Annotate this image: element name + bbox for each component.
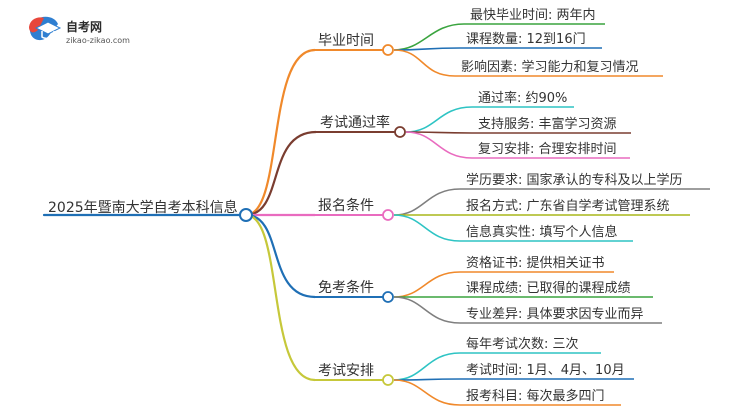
leaf-edge xyxy=(393,296,461,324)
leaf-label: 报考科目: 每次最多四门 xyxy=(466,388,605,404)
leaf-label: 考试时间: 1月、4月、10月 xyxy=(466,363,625,378)
leaf-edge xyxy=(405,131,473,159)
root-node xyxy=(239,208,253,222)
leaf-label: 支持服务: 丰富学习资源 xyxy=(478,116,617,132)
leaf-edge xyxy=(405,106,473,133)
leaf-label: 影响因素: 学习能力和复习情况 xyxy=(461,59,639,75)
leaf-label: 每年考试次数: 三次 xyxy=(466,336,579,352)
mindmap-nodes xyxy=(239,44,406,386)
leaf-label: 学历要求: 国家承认的专科及以上学历 xyxy=(466,172,683,188)
leaf-label: 通过率: 约90% xyxy=(478,90,567,106)
leaf-edge xyxy=(393,23,465,51)
branch-label: 考试通过率 xyxy=(320,114,390,131)
branch-node xyxy=(382,209,394,221)
branch-label: 报名条件 xyxy=(318,197,374,214)
branch-node xyxy=(382,291,394,303)
leaf-label: 资格证书: 提供相关证书 xyxy=(466,255,605,271)
leaf-label: 复习安排: 合理安排时间 xyxy=(478,142,617,157)
branch-node xyxy=(382,44,394,56)
branch-node xyxy=(382,374,394,386)
branch-node xyxy=(394,126,406,138)
site-logo: 自考网 zikao-zikao.com xyxy=(29,16,130,45)
leaf-label: 专业差异: 具体要求因专业而异 xyxy=(466,307,644,322)
leaf-label: 课程成绩: 已取得的课程成绩 xyxy=(466,280,631,296)
leaf-label: 报名方式: 广东省自学考试管理系统 xyxy=(466,198,670,214)
branch-edge xyxy=(245,213,316,382)
leaf-label: 信息真实性: 填写个人信息 xyxy=(466,224,618,240)
branch-label: 毕业时间 xyxy=(318,33,374,49)
mindmap-underlines xyxy=(42,23,710,406)
branch-edge xyxy=(245,48,316,217)
leaf-edge xyxy=(393,49,456,77)
branch-label: 考试安排 xyxy=(318,363,374,379)
leaf-edge xyxy=(393,188,461,216)
branch-edge xyxy=(245,130,317,217)
logo-title: 自考网 xyxy=(66,19,102,34)
leaf-edge xyxy=(393,378,461,381)
leaf-edge xyxy=(393,271,461,298)
leaf-edge xyxy=(393,352,461,381)
root-node-label: 2025年暨南大学自考本科信息 xyxy=(48,199,238,216)
leaf-label: 课程数量: 12到16门 xyxy=(466,32,586,47)
leaf-edge xyxy=(393,214,461,242)
branch-edge xyxy=(245,213,316,299)
leaf-label: 最快毕业时间: 两年内 xyxy=(470,7,596,23)
graduation-cap-icon xyxy=(29,16,62,41)
branch-label: 免考条件 xyxy=(318,279,374,296)
leaf-edge xyxy=(393,379,461,406)
logo-subtitle: zikao-zikao.com xyxy=(66,36,130,45)
mindmap-edges xyxy=(245,23,473,406)
